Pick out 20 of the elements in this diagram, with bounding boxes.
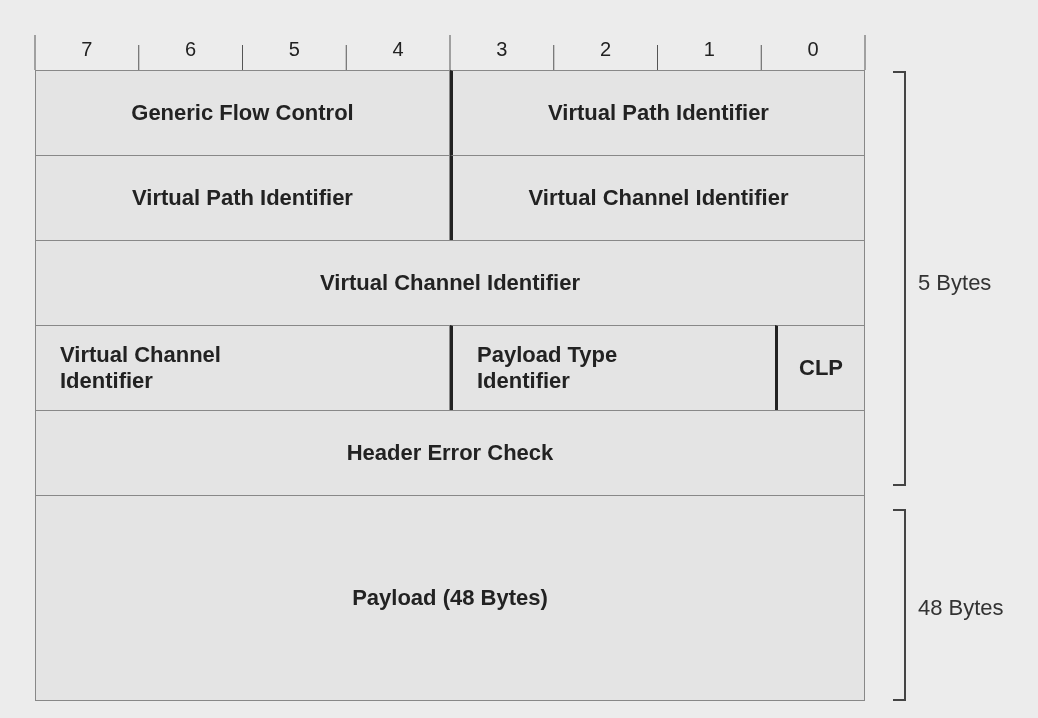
field-name: Virtual Channel Identifier	[60, 342, 222, 394]
field-name: Virtual Path Identifier	[132, 185, 353, 211]
bit-number: 0	[806, 38, 820, 61]
field-name: CLP	[799, 355, 843, 381]
bit-number: 2	[599, 38, 613, 61]
bit-number: 5	[287, 38, 301, 61]
field-name: Payload (48 Bytes)	[352, 585, 548, 611]
field-name: Header Error Check	[346, 440, 554, 466]
field-name: Virtual Path Identifier	[548, 100, 769, 126]
field-name: Payload Type Identifier	[477, 342, 619, 394]
field-name: Virtual Channel Identifier	[320, 270, 580, 296]
bit-number: 7	[80, 38, 94, 61]
byte-count-label: 48 Bytes	[918, 595, 1004, 621]
field-name: Virtual Channel Identifier	[528, 185, 789, 211]
bit-number: 1	[702, 38, 716, 61]
bit-number: 3	[495, 38, 509, 61]
byte-count-label: 5 Bytes	[918, 270, 992, 296]
field-name: Generic Flow Control	[131, 100, 354, 126]
bit-number: 6	[184, 38, 198, 61]
bit-number: 4	[391, 38, 405, 61]
